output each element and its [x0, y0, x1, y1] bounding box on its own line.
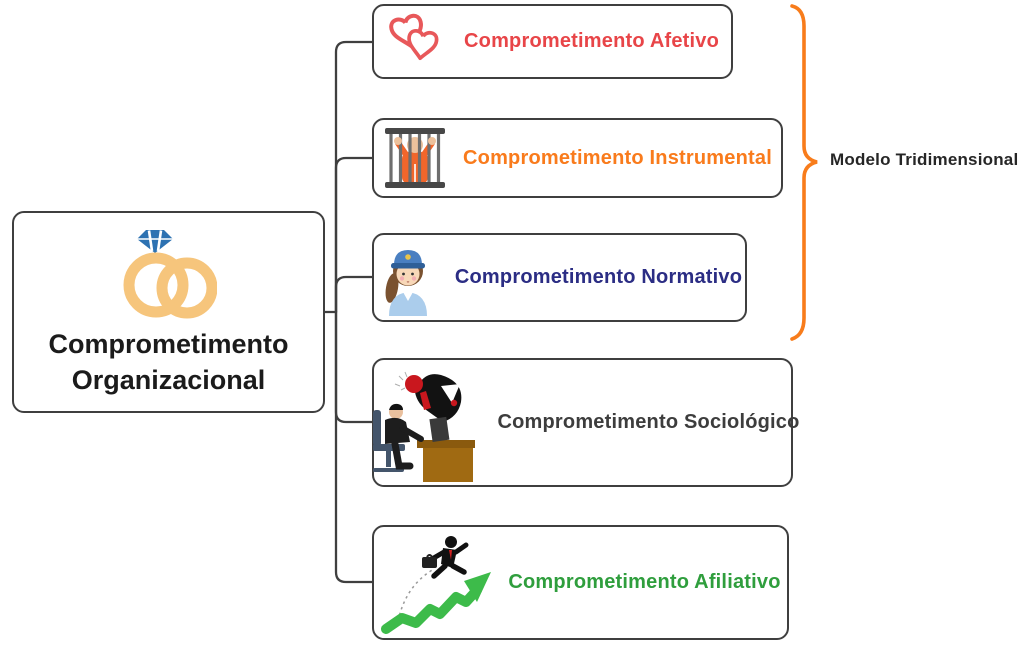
branch-node-sociologico: Comprometimento Sociológico	[372, 358, 799, 487]
branch-label-normativo: Comprometimento Normativo	[454, 266, 743, 288]
group-brace-label: Modelo Tridimensional	[830, 150, 1019, 169]
connector-branch-normativo	[334, 275, 374, 314]
man-climbing-growth-arrow-icon	[380, 529, 492, 637]
branch-node-afetivo: Comprometimento Afetivo	[372, 4, 733, 79]
connector-branch-instrumental	[334, 156, 374, 314]
branch-node-normativo: Comprometimento Normativo	[372, 233, 747, 322]
branch-label-afetivo: Comprometimento Afetivo	[464, 30, 719, 52]
root-title-line2: Organizacional	[71, 365, 266, 395]
connector-branch-afetivo	[334, 40, 374, 314]
root-node-title: Comprometimento Organizacional	[48, 327, 288, 398]
group-brace	[790, 4, 818, 341]
wedding-rings-icon	[121, 225, 217, 321]
policewoman-icon	[377, 240, 439, 316]
branch-label-afiliativo: Comprometimento Afiliativo	[508, 571, 781, 593]
boss-scolding-employee-icon	[365, 362, 481, 484]
root-node-comprometimento-organizacional: Comprometimento Organizacional	[12, 211, 325, 413]
prisoner-behind-bars-icon	[383, 126, 447, 190]
branch-label-sociologico: Comprometimento Sociológico	[497, 411, 800, 433]
branch-node-instrumental: Comprometimento Instrumental	[372, 118, 783, 198]
root-title-line1: Comprometimento	[48, 329, 289, 360]
branch-node-afiliativo: Comprometimento Afiliativo	[372, 525, 789, 640]
hearts-icon	[386, 13, 448, 71]
branch-label-instrumental: Comprometimento Instrumental	[463, 146, 772, 169]
